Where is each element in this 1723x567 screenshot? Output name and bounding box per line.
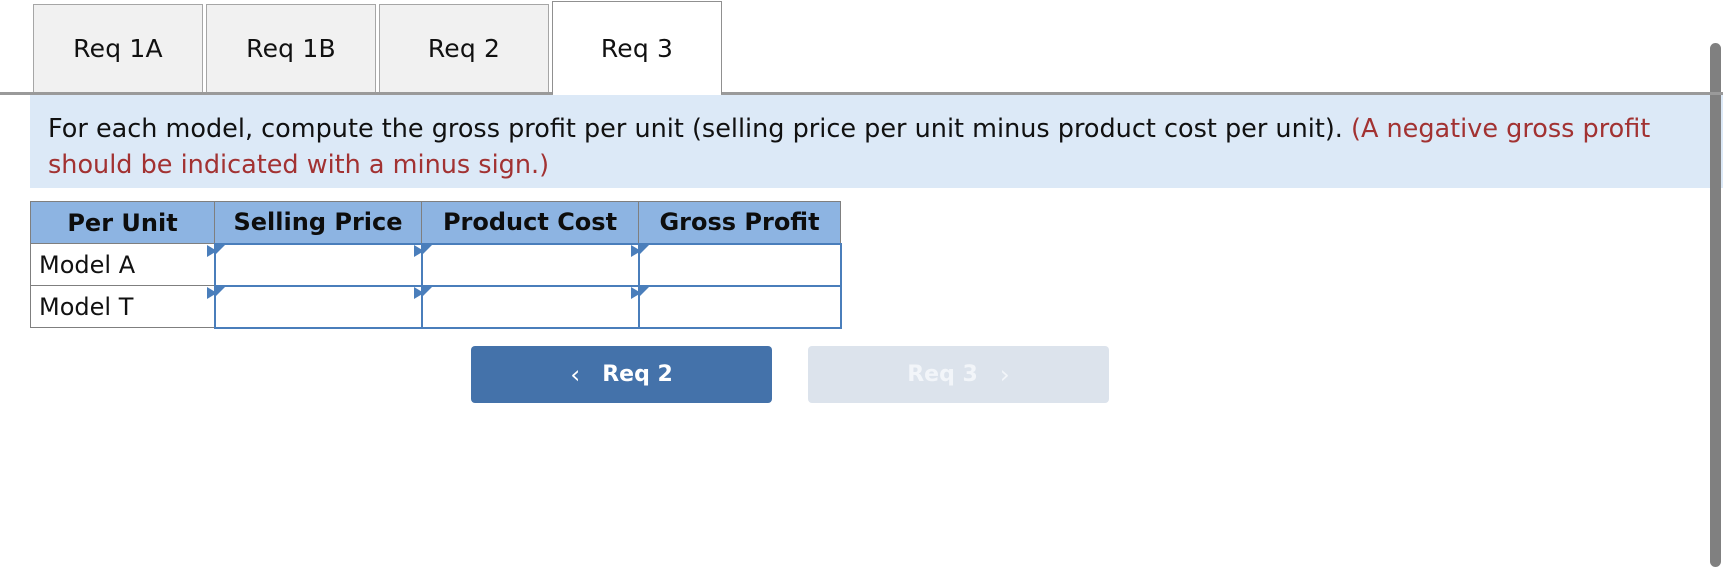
column-header-product-cost: Product Cost — [421, 201, 639, 244]
cell-marker-triangle-icon — [630, 244, 649, 263]
input-cell-model-a-gross-profit[interactable] — [630, 242, 842, 287]
tab-strip-underline — [0, 92, 1723, 95]
instruction-note-part-2: should be indicated with a minus sign.) — [48, 150, 550, 180]
tab-req-1a[interactable]: Req 1A — [33, 4, 203, 92]
table-row: Model A — [30, 242, 842, 287]
tab-strip: Req 1A Req 1B Req 2 Req 3 — [0, 0, 1723, 96]
next-requirement-button[interactable]: Req 3 › — [808, 346, 1109, 403]
column-header-gross-profit: Gross Profit — [638, 201, 841, 244]
instruction-banner: For each model, compute the gross profit… — [30, 95, 1723, 188]
tab-req-2[interactable]: Req 2 — [379, 4, 549, 92]
input-cell-model-a-selling-price[interactable] — [206, 242, 423, 287]
table-row: Model T — [30, 284, 842, 329]
instruction-text-plain: For each model, compute the gross profit… — [48, 114, 1352, 144]
tab-label: Req 2 — [427, 34, 501, 63]
cell-marker-triangle-icon — [206, 286, 225, 305]
cell-marker-triangle-icon — [413, 286, 432, 305]
tab-req-3[interactable]: Req 3 — [552, 1, 722, 94]
cell-marker-triangle-icon — [413, 244, 432, 263]
instruction-line-1: For each model, compute the gross profit… — [48, 111, 1723, 147]
instruction-note-part-1: (A negative gross profit — [1351, 114, 1651, 144]
column-header-per-unit: Per Unit — [30, 201, 215, 244]
gross-profit-table: Per Unit Selling Price Product Cost Gros… — [30, 201, 842, 329]
prev-requirement-label: Req 2 — [602, 362, 673, 387]
tab-req-1b[interactable]: Req 1B — [206, 4, 376, 92]
input-cell-model-t-gross-profit[interactable] — [630, 284, 842, 329]
chevron-left-icon: ‹ — [570, 360, 581, 389]
input-cell-model-t-product-cost[interactable] — [413, 284, 640, 329]
chevron-right-icon: › — [999, 360, 1010, 389]
cell-marker-triangle-icon — [206, 244, 225, 263]
input-cell-model-a-product-cost[interactable] — [413, 242, 640, 287]
tab-label: Req 3 — [600, 33, 674, 63]
requirement-navigation: ‹ Req 2 Req 3 › — [471, 346, 1109, 403]
row-label-model-a: Model A — [30, 243, 215, 286]
vertical-scrollbar[interactable] — [1708, 0, 1723, 567]
cell-marker-triangle-icon — [630, 286, 649, 305]
next-requirement-label: Req 3 — [907, 362, 978, 387]
row-label-model-t: Model T — [30, 285, 215, 328]
tab-label: Req 1B — [246, 34, 336, 63]
column-header-selling-price: Selling Price — [214, 201, 422, 244]
input-cell-model-t-selling-price[interactable] — [206, 284, 423, 329]
tab-label: Req 1A — [73, 34, 163, 63]
vertical-scrollbar-thumb[interactable] — [1710, 43, 1721, 567]
prev-requirement-button[interactable]: ‹ Req 2 — [471, 346, 772, 403]
table-header-row: Per Unit Selling Price Product Cost Gros… — [30, 201, 841, 244]
